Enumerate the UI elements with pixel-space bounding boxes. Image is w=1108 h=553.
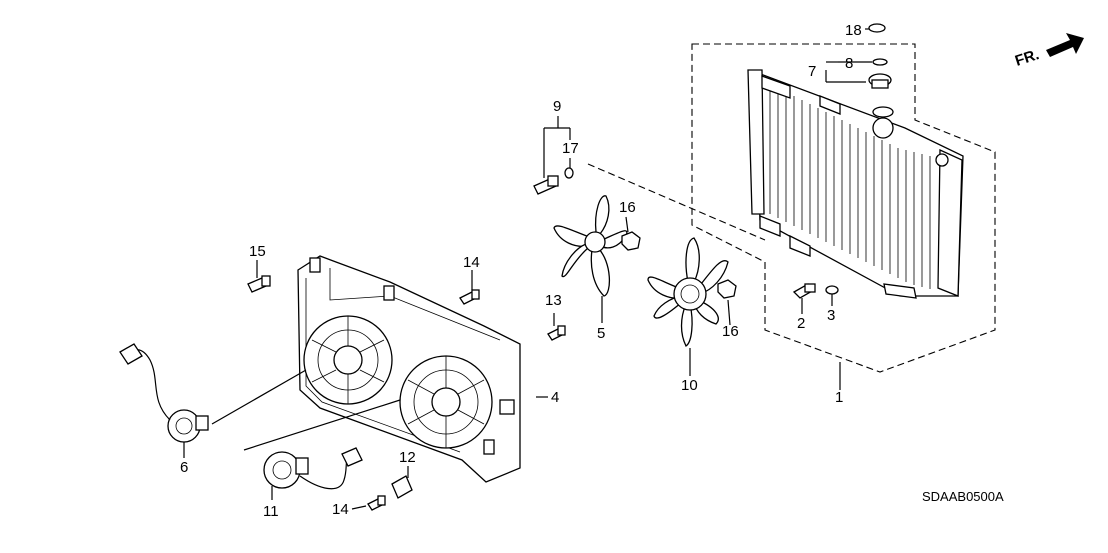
callout-8: 8 [845, 55, 853, 72]
callout-10: 10 [681, 377, 698, 394]
switch-washer[interactable] [564, 167, 574, 179]
fan-motor-11[interactable] [263, 447, 363, 490]
callout-4: 4 [551, 389, 559, 406]
callout-9: 9 [553, 98, 561, 115]
callout-14-upper: 14 [463, 254, 480, 271]
fan-blade-10[interactable] [647, 237, 729, 347]
callout-5: 5 [597, 325, 605, 342]
callout-6: 6 [180, 459, 188, 476]
cap-gasket[interactable] [872, 58, 888, 66]
thermo-switch[interactable] [533, 175, 559, 195]
callout-3: 3 [827, 307, 835, 324]
diagram-code: SDAAB0500A [922, 489, 1004, 504]
callout-11: 11 [263, 503, 279, 520]
bolt-13[interactable] [547, 325, 566, 341]
callout-16-upper: 16 [619, 199, 636, 216]
front-direction-indicator: FR. [1013, 33, 1084, 70]
clip-12[interactable] [391, 475, 413, 499]
callout-1: 1 [835, 389, 843, 406]
bolt-14-lower[interactable] [367, 495, 386, 511]
callout-17: 17 [562, 140, 579, 157]
callout-15: 15 [249, 243, 266, 260]
o-ring[interactable] [868, 23, 886, 33]
front-arrow-icon [1046, 33, 1084, 57]
radiator-cap[interactable] [868, 73, 892, 89]
switch-dash-link [587, 163, 766, 241]
fan-motor-6[interactable] [119, 343, 209, 443]
fan-blade-5[interactable] [553, 195, 628, 297]
callout-16-lower: 16 [722, 323, 739, 340]
drain-o-ring[interactable] [825, 285, 839, 295]
radiator-group-outline [691, 43, 996, 373]
radiator[interactable] [747, 69, 964, 299]
callout-13: 13 [545, 292, 562, 309]
callout-7: 7 [808, 63, 816, 80]
leader-lines [183, 28, 872, 510]
callout-12: 12 [399, 449, 416, 466]
bolt-14-upper[interactable] [459, 289, 480, 305]
nut-16-lower[interactable] [717, 279, 737, 299]
fan-shroud[interactable] [297, 255, 521, 483]
nut-16-upper[interactable] [621, 231, 641, 251]
callout-14-lower: 14 [332, 501, 349, 518]
bolt-15[interactable] [247, 275, 271, 293]
drain-bolt[interactable] [792, 283, 816, 299]
front-direction-label: FR. [1013, 46, 1041, 70]
callout-18: 18 [845, 22, 862, 39]
callout-2: 2 [797, 315, 805, 332]
